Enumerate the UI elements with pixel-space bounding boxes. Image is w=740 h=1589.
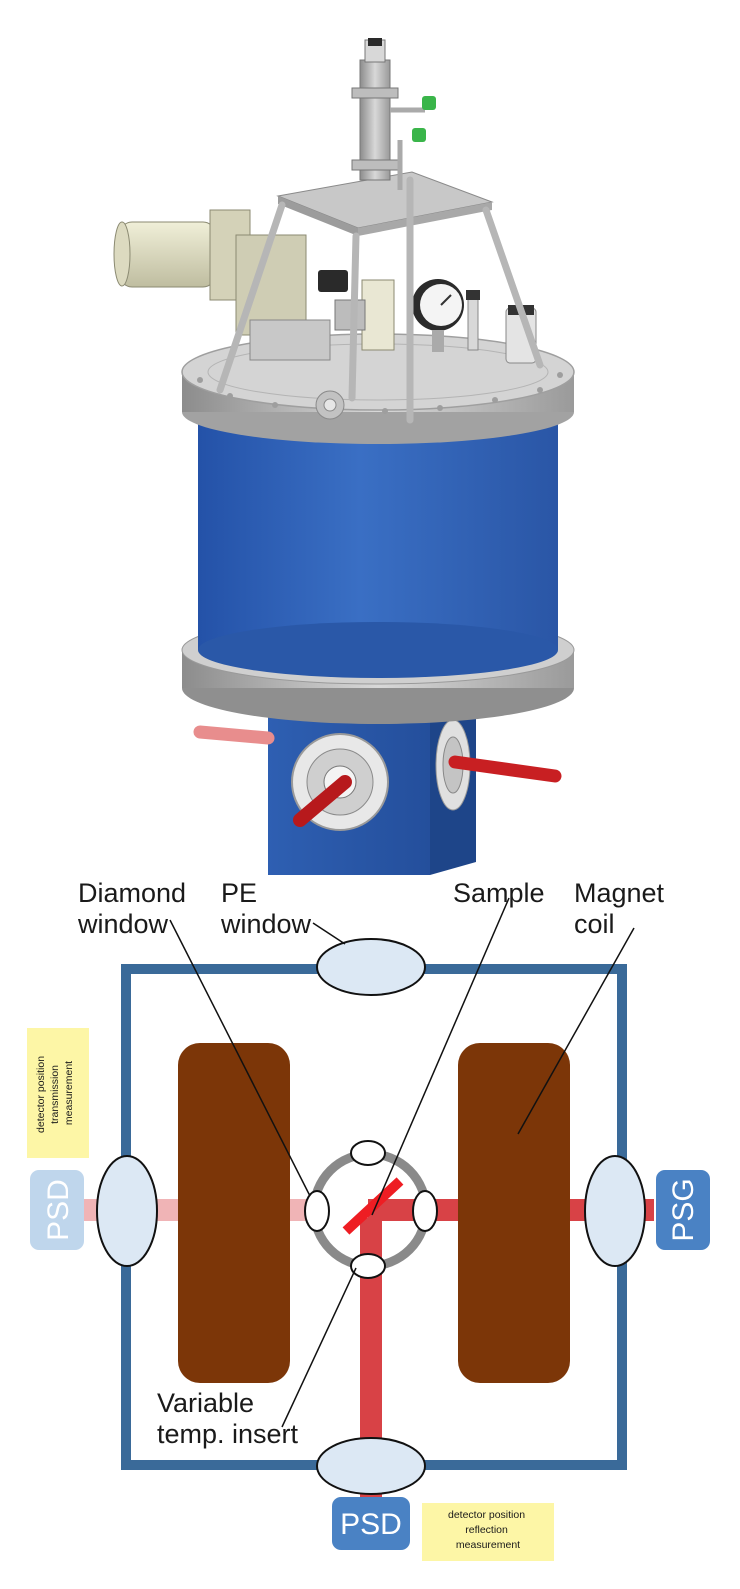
label-magnet-coil: Magnet coil xyxy=(574,878,672,939)
psd-left-label: PSD xyxy=(42,1179,75,1241)
blue-cylinder xyxy=(198,410,558,678)
label-diamond-window: Diamond window xyxy=(77,878,194,939)
note-reflection-line-1: detector position xyxy=(448,1509,525,1521)
magnet-coil-right xyxy=(458,1043,570,1383)
top-flange xyxy=(181,333,575,444)
psd-bottom-label: PSD xyxy=(340,1508,402,1541)
pe-window-left xyxy=(96,1155,158,1267)
pe-window-right xyxy=(584,1155,646,1267)
sample-plate xyxy=(342,1177,404,1235)
label-pe-window: PE window xyxy=(220,878,312,939)
diamond-window-top xyxy=(350,1140,386,1166)
diamond-window-right xyxy=(412,1190,438,1232)
diamond-window-bottom xyxy=(350,1253,386,1279)
label-variable-temp-insert: Variable temp. insert xyxy=(157,1388,299,1449)
reflection-beam xyxy=(360,1218,382,1500)
sample-chamber-box xyxy=(193,700,562,875)
note-reflection-line-2: reflection xyxy=(465,1524,508,1536)
note-transmission: detector position transmission measureme… xyxy=(27,1028,89,1158)
psd-left: PSD xyxy=(30,1170,84,1250)
top-column xyxy=(351,38,436,190)
pe-window-bottom xyxy=(316,1437,426,1495)
diamond-window-left xyxy=(304,1190,330,1232)
svg-text:detector position refl: detector position reflection measurement xyxy=(448,1509,528,1551)
note-transmission-line-1: detector position xyxy=(35,1056,47,1133)
psg-right: PSG xyxy=(656,1170,710,1250)
pe-window-top xyxy=(316,938,426,996)
psd-bottom: PSD xyxy=(332,1497,410,1550)
support-frame xyxy=(216,171,544,424)
svg-text:detector position tran: detector position transmission measureme… xyxy=(35,1053,75,1133)
note-transmission-line-3: measurement xyxy=(63,1061,75,1125)
leader-lines xyxy=(169,897,635,1428)
psg-right-label: PSG xyxy=(667,1178,700,1241)
magnet-coil-left xyxy=(178,1043,290,1383)
note-transmission-line-2: transmission xyxy=(49,1065,61,1124)
note-reflection-line-3: measurement xyxy=(456,1539,520,1551)
label-sample: Sample xyxy=(453,878,545,908)
cryostat-render xyxy=(113,38,575,875)
schematic: Diamond window PE window Sample Magnet c… xyxy=(27,878,710,1561)
note-reflection: detector position reflection measurement xyxy=(422,1503,554,1561)
